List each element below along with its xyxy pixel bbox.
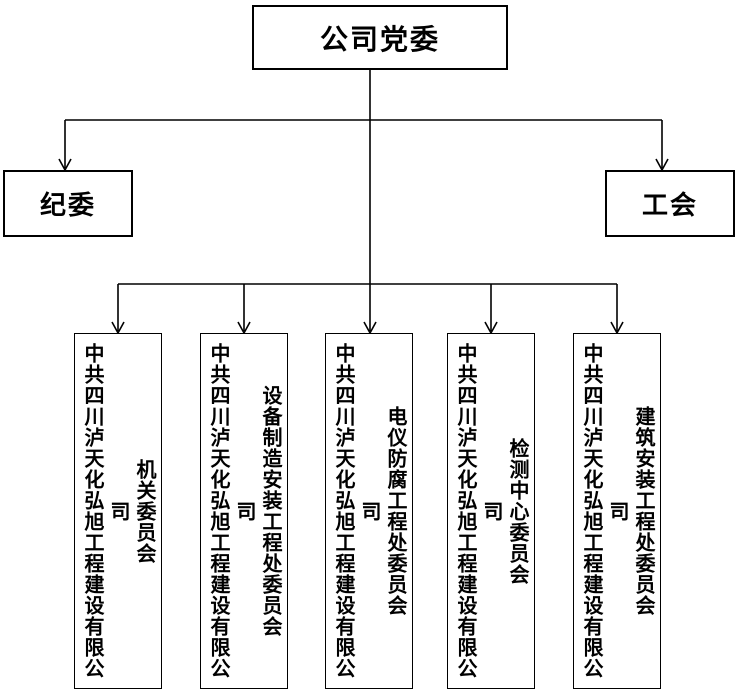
vertical-text: 中共四川泸天化弘旭工程建设有限公司 建筑安装工程处委员会: [578, 334, 656, 688]
node-label: 纪委: [39, 190, 96, 220]
vertical-text: 中共四川泸天化弘旭工程建设有限公司 检测中心委员会: [452, 334, 530, 688]
committee-name: 检测中心委员会: [506, 437, 528, 585]
vertical-text: 中共四川泸天化弘旭工程建设有限公司 设备制造安装工程处委员会: [205, 334, 283, 688]
node-committee-organ: 中共四川泸天化弘旭工程建设有限公司 机关委员会: [74, 333, 162, 689]
committee-name: 电仪防腐工程处委员会: [384, 406, 406, 616]
vertical-text: 中共四川泸天化弘旭工程建设有限公司 机关委员会: [79, 334, 157, 688]
company-name: 中共四川泸天化弘旭工程建设有限公司: [207, 343, 255, 679]
node-committee-electrical: 中共四川泸天化弘旭工程建设有限公司 电仪防腐工程处委员会: [325, 333, 413, 689]
node-company-party-committee: 公司党委: [252, 5, 508, 70]
node-committee-equipment: 中共四川泸天化弘旭工程建设有限公司 设备制造安装工程处委员会: [200, 333, 288, 689]
node-label: 公司党委: [319, 23, 440, 55]
company-name: 中共四川泸天化弘旭工程建设有限公司: [454, 343, 502, 679]
company-name: 中共四川泸天化弘旭工程建设有限公司: [81, 343, 129, 679]
node-label: 工会: [641, 190, 698, 220]
node-discipline-committee: 纪委: [3, 170, 133, 237]
committee-name: 建筑安装工程处委员会: [632, 406, 654, 616]
company-name: 中共四川泸天化弘旭工程建设有限公司: [580, 343, 628, 679]
committee-name: 机关委员会: [133, 458, 155, 564]
company-name: 中共四川泸天化弘旭工程建设有限公司: [332, 343, 380, 679]
vertical-text: 中共四川泸天化弘旭工程建设有限公司 电仪防腐工程处委员会: [330, 334, 408, 688]
committee-name: 设备制造安装工程处委员会: [259, 385, 281, 637]
node-labor-union: 工会: [605, 170, 735, 237]
node-committee-testing: 中共四川泸天化弘旭工程建设有限公司 检测中心委员会: [447, 333, 535, 689]
node-committee-construction: 中共四川泸天化弘旭工程建设有限公司 建筑安装工程处委员会: [573, 333, 661, 689]
